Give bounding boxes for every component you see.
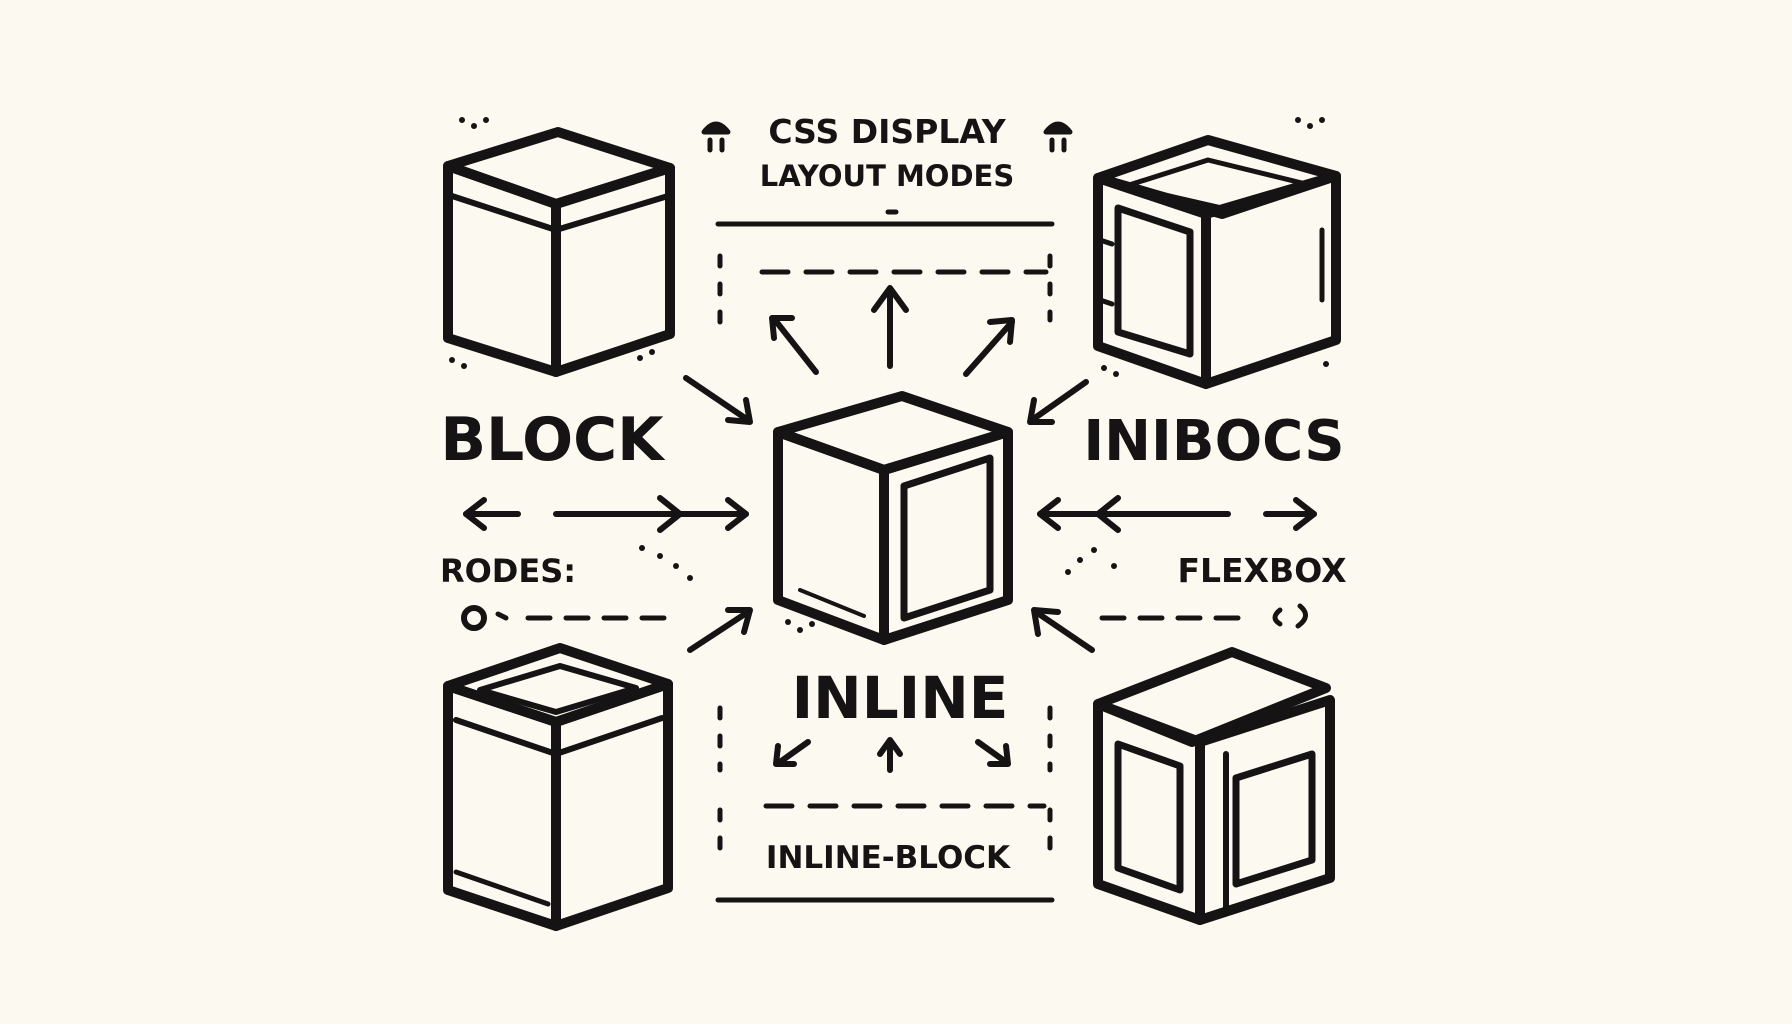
label-inline: INLINE	[792, 664, 1009, 732]
flexbox-dashes	[1099, 603, 1308, 629]
side-arrows	[463, 375, 1317, 653]
bottom-dashed-frame	[715, 705, 1055, 903]
label-flexbox: FLEXBOX	[1177, 551, 1346, 590]
bottom-arrows	[773, 737, 1011, 773]
label-inibocs: INIBOCS	[1083, 409, 1344, 474]
title-doodle-left	[701, 121, 731, 153]
arrow-down-left	[773, 739, 811, 767]
flexbox-box	[1093, 647, 1335, 925]
label-rodes: RODES:	[440, 552, 576, 590]
scatter-dots-left	[639, 545, 693, 581]
rodes-dashes	[461, 605, 683, 631]
arrow-to-center-from-bottom-right	[1031, 607, 1095, 653]
block-box	[443, 127, 675, 377]
arrow-up-right	[963, 317, 1015, 377]
label-inline-block: INLINE-BLOCK	[766, 840, 1011, 876]
arrow-left-short	[463, 497, 521, 531]
scatter-dots-right	[1065, 547, 1117, 575]
top-dashed-frame	[717, 253, 1053, 343]
arrow-to-center-from-bottom-left	[687, 607, 753, 653]
title-line-1: CSS DISPLAY	[768, 112, 1006, 151]
top-arrows	[769, 285, 1015, 377]
center-box	[773, 391, 1013, 645]
inline-block-left-box	[443, 643, 673, 931]
arrow-to-center-from-top-right	[1027, 379, 1089, 425]
title-line-2: LAYOUT MODES	[760, 159, 1014, 193]
title-group: CSS DISPLAY LAYOUT MODES	[459, 112, 1325, 227]
arrow-right-to-center	[1037, 495, 1231, 533]
arrow-to-center-from-top-left	[683, 375, 753, 425]
title-doodle-right	[1043, 121, 1073, 153]
inibocs-box	[1093, 135, 1341, 389]
label-block: BLOCK	[440, 405, 666, 475]
arrow-left-to-center	[553, 495, 749, 533]
arrow-up-small	[877, 737, 903, 773]
arrow-up	[871, 285, 909, 369]
sparkle-dots-top-right	[1295, 117, 1325, 129]
arrow-down-right	[975, 739, 1011, 767]
sparkle-dots-top-left	[459, 117, 489, 129]
arrow-right-short	[1263, 497, 1317, 531]
arrow-up-left	[769, 315, 819, 375]
